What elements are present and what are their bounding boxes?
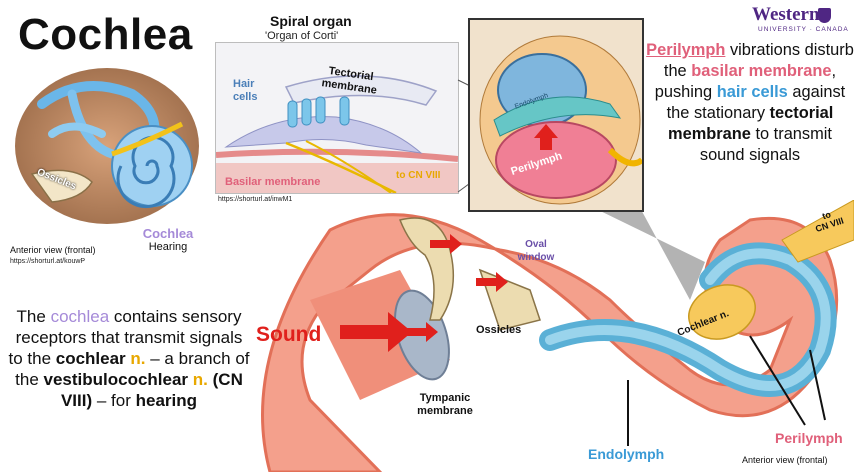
nerve	[111, 121, 184, 157]
shield-icon	[818, 8, 831, 23]
perilymph-label: Perilymph	[775, 430, 843, 446]
logo-name: Western	[752, 4, 820, 25]
sound-label: Sound	[256, 323, 322, 346]
sum-cochlea: cochlea	[50, 307, 110, 326]
nerve-zoom	[607, 147, 642, 167]
cochlea-label-small: Cochlea Hearing	[128, 226, 208, 253]
organ-of-corti-illustration	[215, 75, 459, 195]
endolymph-label: Endolymph	[588, 446, 665, 462]
sum-3: – a branch of the	[15, 349, 250, 389]
sum-2: contains sensory receptors that transmit…	[8, 307, 243, 368]
desc-text-4: to transmit sound signals	[699, 125, 832, 164]
basilar-membrane	[215, 148, 459, 162]
sum-cn8: (CN VIII)	[60, 370, 243, 410]
desc-tectorial: tectorial membrane	[668, 104, 834, 143]
hair-cells-label-2: cells	[233, 91, 258, 103]
upward-arrow	[534, 124, 558, 150]
cochlear-duct-inner	[545, 248, 831, 391]
sum-n2: n.	[188, 370, 208, 389]
ossicles-shape	[30, 169, 93, 203]
desc-hair-cells: hair cells	[716, 83, 788, 101]
oval-window-2: window	[517, 252, 555, 263]
nerve-fibers-2	[305, 140, 392, 194]
sum-4: – for	[92, 391, 136, 410]
tympanic-2: membrane	[417, 405, 473, 417]
ossicles-label-main: Ossicles	[476, 324, 522, 336]
sum-cochlear: cochlear	[55, 349, 126, 368]
cn8-nerve	[781, 200, 854, 263]
spiral-organ-url: https://shorturl.at/inwM1	[218, 196, 293, 203]
hearing-word: Hearing	[148, 241, 188, 253]
cell-cluster	[224, 116, 423, 154]
spiral-organ-subtitle: 'Organ of Corti'	[265, 30, 339, 42]
tympanic-1: Tympanic	[419, 392, 471, 404]
university-logo: Western UNIVERSITY · CANADA	[752, 4, 849, 33]
desc-text-1: vibrations disturb the	[663, 41, 854, 80]
ear-source-url: https://shorturl.at/kouwP	[10, 258, 86, 265]
semicircular-canal-3	[48, 122, 106, 138]
page-title: Cochlea	[18, 10, 193, 59]
hair-cells-label: Hair cells	[233, 78, 257, 104]
desc-text-3: against the stationary	[666, 83, 846, 122]
logo-sub: UNIVERSITY · CANADA	[758, 26, 849, 33]
organ-of-corti-box	[215, 42, 459, 195]
desc-basilar: basilar membrane	[691, 62, 832, 80]
cochlea-word: Cochlea	[142, 226, 194, 241]
sum-1: The	[16, 307, 51, 326]
sum-vestibulocochlear: vestibulocochlear	[43, 370, 189, 389]
basilar-region	[216, 163, 458, 193]
zoom-inset: Perilymph Endolymph	[468, 18, 644, 212]
ossicle-arrow-2	[476, 272, 508, 292]
perilymph-description: Perilymph vibrations disturb the basilar…	[646, 40, 854, 166]
ear-small-illustration	[15, 68, 199, 224]
perilymph-pointer-2	[809, 349, 826, 421]
tympanic-membrane-label: Tympanic membrane	[410, 392, 480, 418]
sound-arrow	[340, 312, 412, 352]
basilar-membrane-label: Basilar membrane	[225, 176, 321, 188]
oval-window-1: Oval	[525, 239, 547, 250]
ossicle-arrow-1	[430, 234, 462, 254]
tympanic-arrow	[406, 322, 438, 342]
middle-duct	[493, 96, 622, 137]
main-view-caption: Anterior view (frontal)	[742, 455, 828, 465]
spiral-organ-title: Spiral organ	[270, 13, 352, 29]
oval-window-label: Oval window	[506, 238, 566, 264]
cn-label: to CN VIII	[396, 170, 441, 181]
sum-hearing: hearing	[135, 391, 198, 410]
perilymph-pointer-1	[749, 335, 806, 426]
hair-cells-label-1: Hair	[233, 78, 255, 90]
lower-chamber	[495, 121, 617, 199]
sum-n1: n.	[125, 349, 146, 368]
desc-text-2: , pushing	[654, 62, 837, 101]
semicircular-canal-2	[67, 89, 117, 159]
cochlear-nerve-shape	[688, 284, 756, 340]
main-ear-diagram	[261, 200, 854, 472]
cochlea-summary: The cochlea contains sensory receptors t…	[8, 306, 250, 411]
ear-view-caption: Anterior view (frontal)	[10, 245, 96, 255]
zoom-illustration	[470, 20, 642, 210]
desc-perilymph: Perilymph	[646, 41, 726, 59]
